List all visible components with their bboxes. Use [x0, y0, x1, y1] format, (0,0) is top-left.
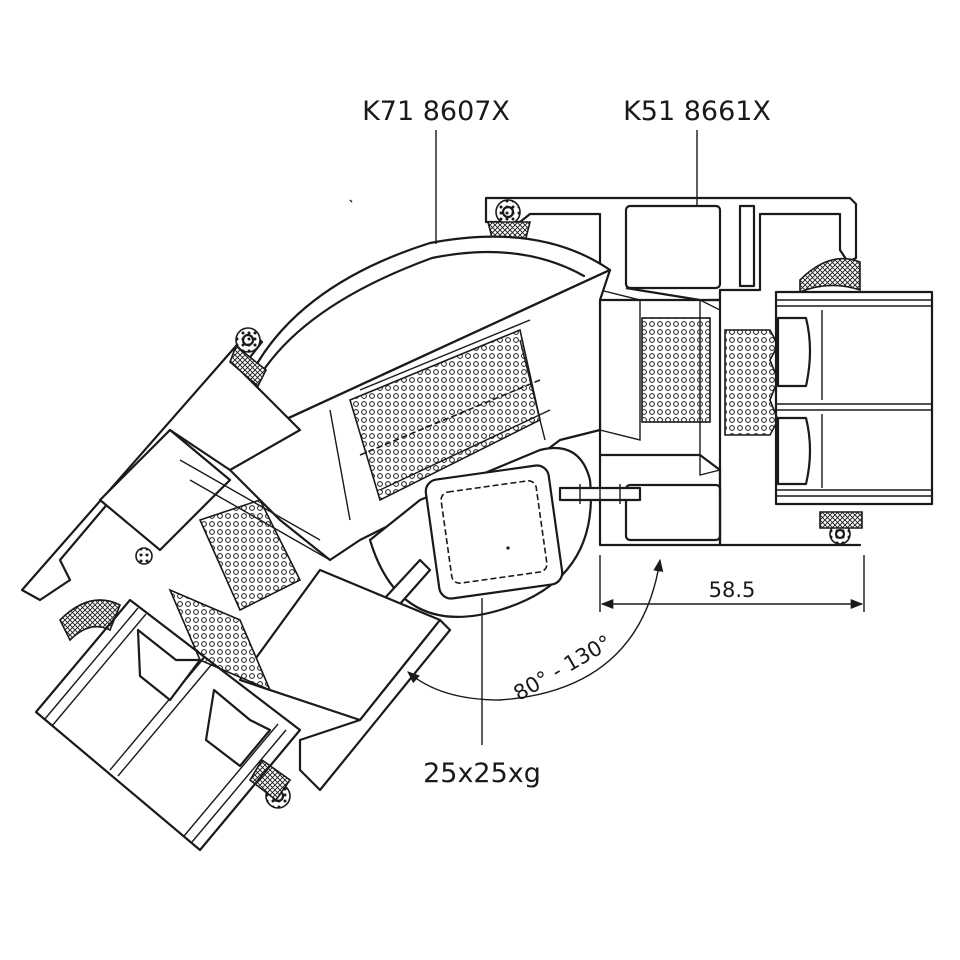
- right-glazing: [774, 290, 934, 506]
- profile-left-label: K71 8607X: [362, 96, 510, 127]
- corner-post-label: 25x25xg: [423, 758, 541, 789]
- angle-arc: [407, 558, 664, 701]
- right-insulation: [599, 289, 779, 476]
- right-frame-profile: [484, 196, 863, 547]
- left-insulation: [168, 459, 331, 692]
- central-mullion: [226, 268, 612, 562]
- profile-right-label: K51 8661X: [623, 96, 771, 127]
- dimension-label: 58.5: [709, 578, 756, 602]
- left-glazing: [34, 598, 302, 852]
